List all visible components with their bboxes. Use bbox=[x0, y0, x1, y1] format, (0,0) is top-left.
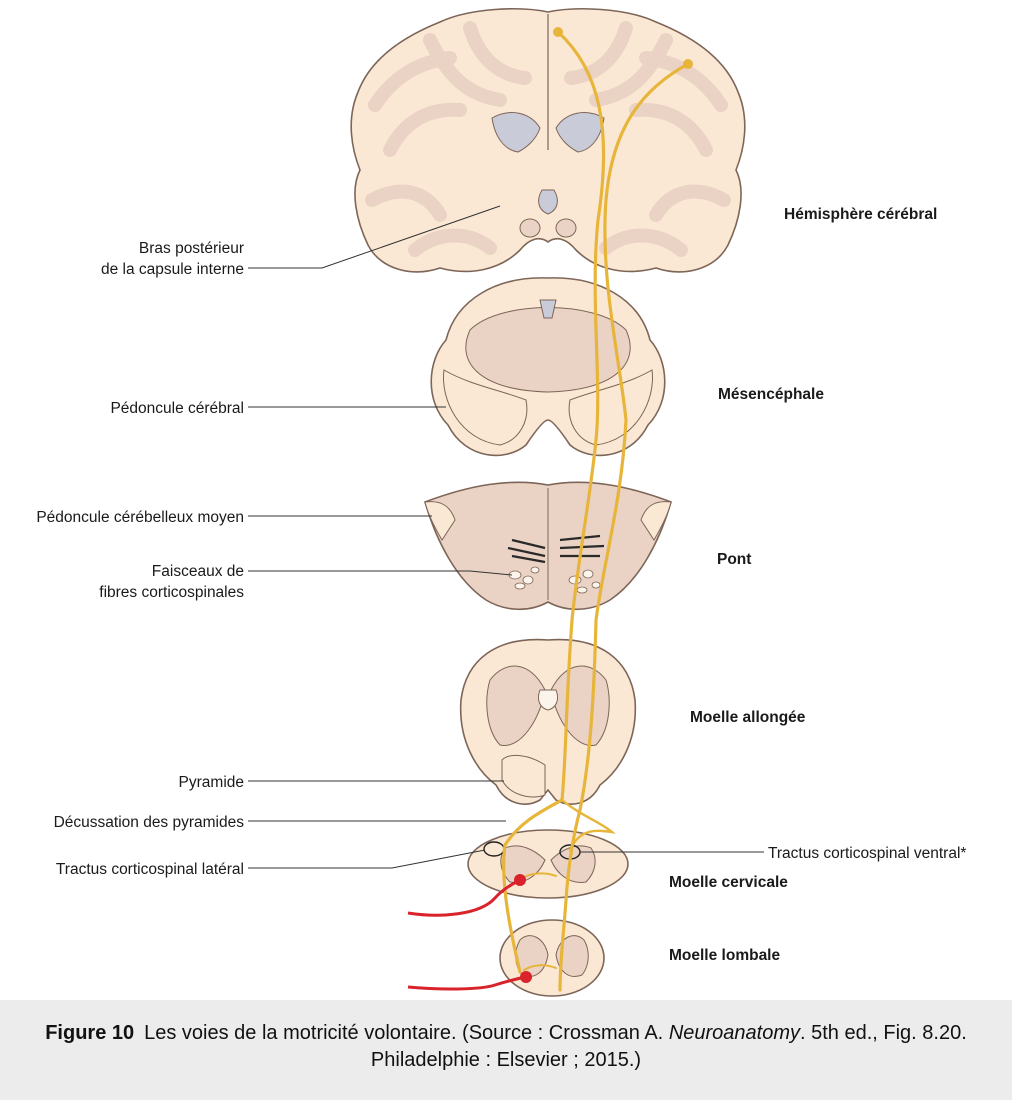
region-mesencephale: Mésencéphale bbox=[718, 386, 824, 403]
region-moelle-lombale: Moelle lombale bbox=[669, 947, 780, 964]
pons-section bbox=[424, 481, 672, 611]
label-faisceaux-line2: fibres corticospinales bbox=[99, 584, 244, 601]
leader-lines bbox=[248, 205, 764, 869]
region-moelle-cervicale: Moelle cervicale bbox=[669, 874, 788, 891]
medulla-section bbox=[459, 638, 637, 805]
label-pedoncule-cerebelleux: Pédoncule cérébelleux moyen bbox=[36, 509, 244, 526]
label-faisceaux-line1: Faisceaux de bbox=[152, 563, 244, 580]
label-decussation: Décussation des pyramides bbox=[54, 814, 245, 831]
figure-caption: Figure 10 Les voies de la motricité volon… bbox=[0, 1000, 1012, 1100]
caption-book-title: Neuroanatomy bbox=[668, 1022, 800, 1044]
caption-text-after: . 5th ed., Fig. 8.20. Philadelphie : Els… bbox=[370, 1022, 967, 1071]
brain-coronal-section bbox=[350, 8, 746, 273]
lower-motor-neurons bbox=[407, 874, 532, 991]
region-labels: Hémisphère cérébral Mésencéphale Pont Mo… bbox=[669, 206, 937, 964]
structure-labels: Bras postérieur de la capsule interne Pé… bbox=[36, 240, 966, 878]
figure-number: Figure 10 bbox=[45, 1022, 135, 1044]
region-pont: Pont bbox=[717, 551, 751, 568]
label-bras-posterieur-line2: de la capsule interne bbox=[101, 261, 244, 278]
caption-text-before: Les voies de la motricité volontaire. (S… bbox=[144, 1022, 664, 1044]
label-bras-posterieur-line1: Bras postérieur bbox=[139, 240, 244, 257]
region-hemisphere: Hémisphère cérébral bbox=[784, 206, 937, 223]
mesencephalon-section bbox=[430, 277, 666, 457]
label-pedoncule-cerebral: Pédoncule cérébral bbox=[110, 400, 244, 417]
region-moelle-allongee: Moelle allongée bbox=[690, 709, 806, 726]
motor-pathway-diagram: Bras postérieur de la capsule interne Pé… bbox=[36, 8, 966, 997]
label-tractus-lateral: Tractus corticospinal latéral bbox=[56, 861, 244, 878]
cervical-cord-section bbox=[467, 829, 629, 899]
label-tractus-ventral: Tractus corticospinal ventral* bbox=[768, 845, 966, 862]
label-pyramide: Pyramide bbox=[179, 774, 244, 791]
corticospinal-tracts bbox=[502, 27, 693, 992]
